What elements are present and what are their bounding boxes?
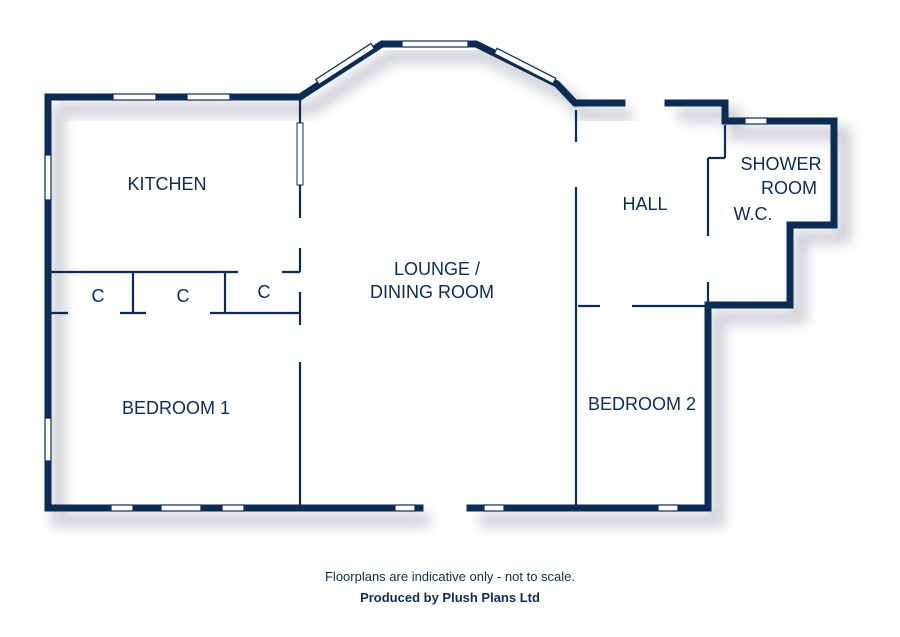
credit-text: Produced by Plush Plans Ltd: [360, 590, 540, 605]
disclaimer-text: Floorplans are indicative only - not to …: [324, 569, 575, 584]
shower-room-label-line1: SHOWER: [741, 154, 822, 174]
hall-label: HALL: [622, 194, 667, 214]
lounge-label-line1: LOUNGE /: [394, 259, 480, 279]
bedroom-2-label: BEDROOM 2: [588, 394, 696, 414]
shower-room-label-line3: W.C.: [734, 204, 773, 224]
shower-room-label-line2: ROOM: [761, 178, 817, 198]
cupboard-label-1: C: [92, 286, 105, 306]
cupboard-label-3: C: [258, 282, 271, 302]
bedroom-1-label: BEDROOM 1: [122, 398, 230, 418]
interior-walls: [50, 97, 727, 505]
windows: [44, 40, 768, 512]
room-labels: KITCHEN C C C BEDROOM 1 LOUNGE / DINING …: [92, 154, 822, 418]
cupboard-label-2: C: [177, 286, 190, 306]
lounge-label-line2: DINING ROOM: [370, 282, 494, 302]
kitchen-label: KITCHEN: [127, 174, 206, 194]
